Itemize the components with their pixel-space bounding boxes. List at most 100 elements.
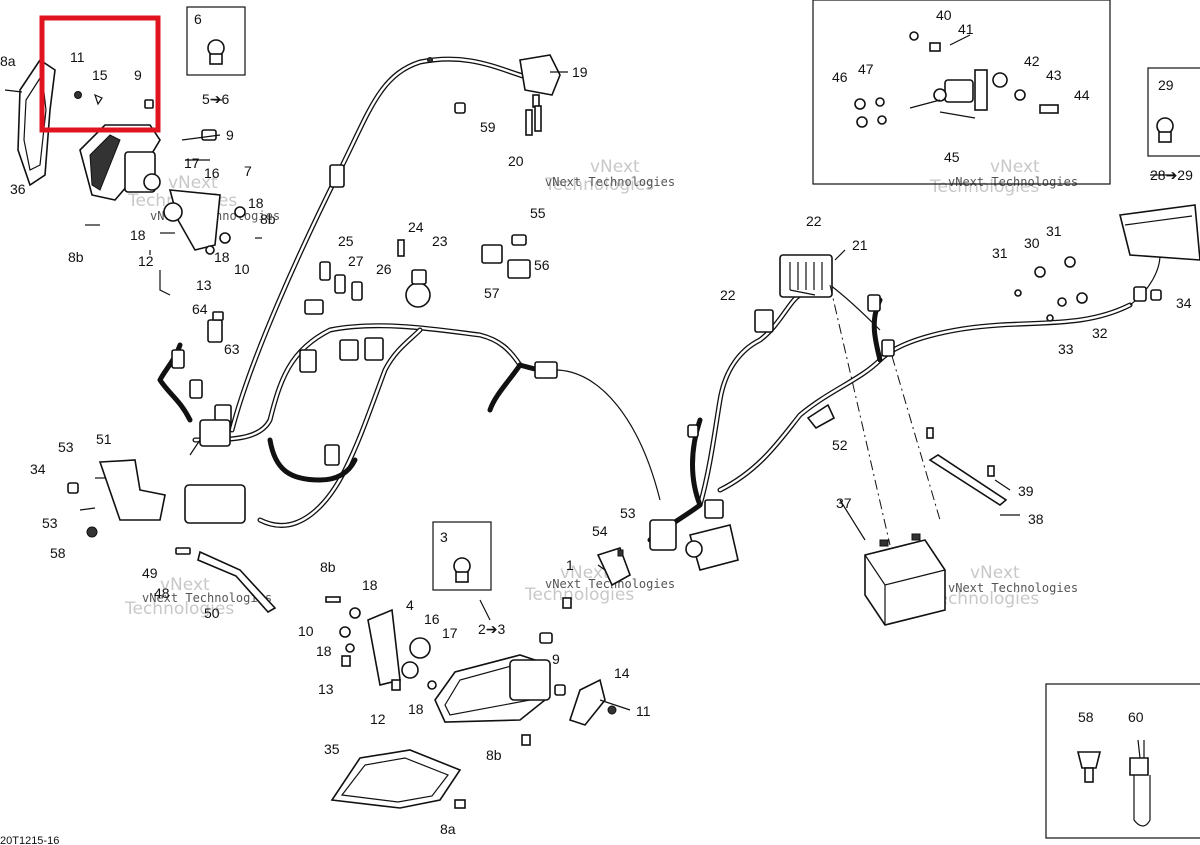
relay-inset — [812, 0, 1111, 185]
callout: 44 — [1074, 87, 1090, 103]
callout: 51 — [96, 431, 112, 447]
callout: 47 — [858, 61, 874, 77]
callout: 13 — [318, 681, 334, 697]
callout: 7 — [244, 163, 252, 179]
callout: 53 — [58, 439, 74, 455]
callout: 8b — [486, 747, 502, 763]
harness-connectors — [171, 164, 1147, 519]
callout: 14 — [614, 665, 630, 681]
callout: 11 — [70, 49, 85, 65]
bulb-inset-3 — [432, 521, 492, 591]
callout: 31 — [1046, 223, 1062, 239]
watermark-line1: vNext — [970, 563, 1020, 583]
callout: 22 — [806, 213, 822, 229]
bracket-51 — [67, 459, 246, 538]
watermark-caption: vNext Technologies — [948, 581, 1078, 595]
callout: 9 — [226, 127, 234, 143]
callout: 15 — [92, 67, 108, 83]
callout: 37 — [836, 495, 852, 511]
watermarks: vNext Technologies vNext Technologies vN… — [124, 157, 1078, 619]
watermark-line2: Technologies — [929, 177, 1039, 197]
callout: 22 — [720, 287, 736, 303]
main-wiring-harness — [157, 56, 1161, 543]
callout: 18 — [130, 227, 146, 243]
callout: 20 — [508, 153, 524, 169]
callout: 9 — [134, 67, 142, 83]
callout: 23 — [432, 233, 448, 249]
callout: 52 — [832, 437, 848, 453]
callout: 43 — [1046, 67, 1062, 83]
callout: 53 — [42, 515, 58, 531]
callout: 8b — [320, 559, 336, 575]
callout: 55 — [530, 205, 546, 221]
taillight — [1014, 204, 1200, 322]
watermark-line2: Technologies — [524, 585, 634, 605]
callout: 35 — [324, 741, 340, 757]
callout: 29 — [1158, 77, 1174, 93]
watermark-caption: vNext Technologies — [545, 175, 675, 189]
callout: 17 — [442, 625, 458, 641]
diagram-code: 20T1215-16 — [0, 835, 59, 845]
callout: 9 — [552, 651, 560, 667]
callout: 18 — [362, 577, 378, 593]
bulb-inset-6 — [186, 6, 246, 76]
part-52 — [806, 403, 836, 430]
watermark-line1: vNext — [990, 157, 1040, 177]
callout-labels: 8a 11 15 9 5➔6 6 9 17 16 7 18 8b 36 18 8… — [0, 7, 1193, 837]
callout: 42 — [1024, 53, 1040, 69]
callout: 30 — [1024, 235, 1040, 251]
watermark-line1: vNext — [168, 173, 218, 193]
callout: 11 — [636, 703, 651, 719]
callout: 34 — [1176, 295, 1192, 311]
callout: 64 — [192, 301, 208, 317]
watermark-caption: vNext Technologies — [948, 175, 1078, 189]
callout: 8b — [68, 249, 84, 265]
callout: 54 — [592, 523, 608, 539]
watermark-line1: vNext — [590, 157, 640, 177]
callout: 25 — [338, 233, 354, 249]
callout: 8a — [440, 821, 456, 837]
callout: 6 — [194, 11, 202, 27]
callout: 46 — [832, 69, 848, 85]
callout: 49 — [142, 565, 158, 581]
ignition-switch — [454, 54, 561, 136]
callout: 41 — [958, 21, 974, 37]
callout: 1 — [566, 557, 574, 573]
callout: 18 — [316, 643, 332, 659]
callout: 17 — [184, 155, 200, 171]
callout: 18 — [408, 701, 424, 717]
callout: 60 — [1128, 709, 1144, 725]
watermark-line2: Technologies — [544, 175, 654, 195]
watermark-line2: Technologies — [929, 589, 1039, 609]
watermark-caption: vNext Technologies — [545, 577, 675, 591]
callout: 24 — [408, 219, 424, 235]
callout: 58 — [1078, 709, 1094, 725]
callout: 19 — [572, 64, 588, 80]
callout: 38 — [1028, 511, 1044, 527]
callout: 34 — [30, 461, 46, 477]
assembly-line — [891, 355, 941, 521]
watermark-caption: vNext Technologies — [142, 591, 272, 605]
callout: 12 — [370, 711, 386, 727]
fastener-inset — [1045, 683, 1200, 839]
battery — [864, 533, 946, 626]
callout: 32 — [1092, 325, 1108, 341]
callout: 28➔29 — [1150, 167, 1193, 183]
callout: 57 — [484, 285, 500, 301]
left-headlamp-assembly — [4, 58, 262, 255]
callout: 26 — [376, 261, 392, 277]
callout: 39 — [1018, 483, 1034, 499]
callout: 10 — [298, 623, 314, 639]
watermark-line2: Technologies — [124, 599, 234, 619]
callout: 56 — [534, 257, 550, 273]
callout: 8b — [260, 211, 276, 227]
voltage-regulator — [779, 254, 833, 298]
callout: 2➔3 — [478, 621, 506, 637]
callout: 8a — [0, 53, 16, 69]
callout: 4 — [406, 597, 414, 613]
assembly-line — [829, 284, 891, 546]
callout: 18 — [248, 195, 264, 211]
callout: 33 — [1058, 341, 1074, 357]
callout: 3 — [440, 529, 448, 545]
